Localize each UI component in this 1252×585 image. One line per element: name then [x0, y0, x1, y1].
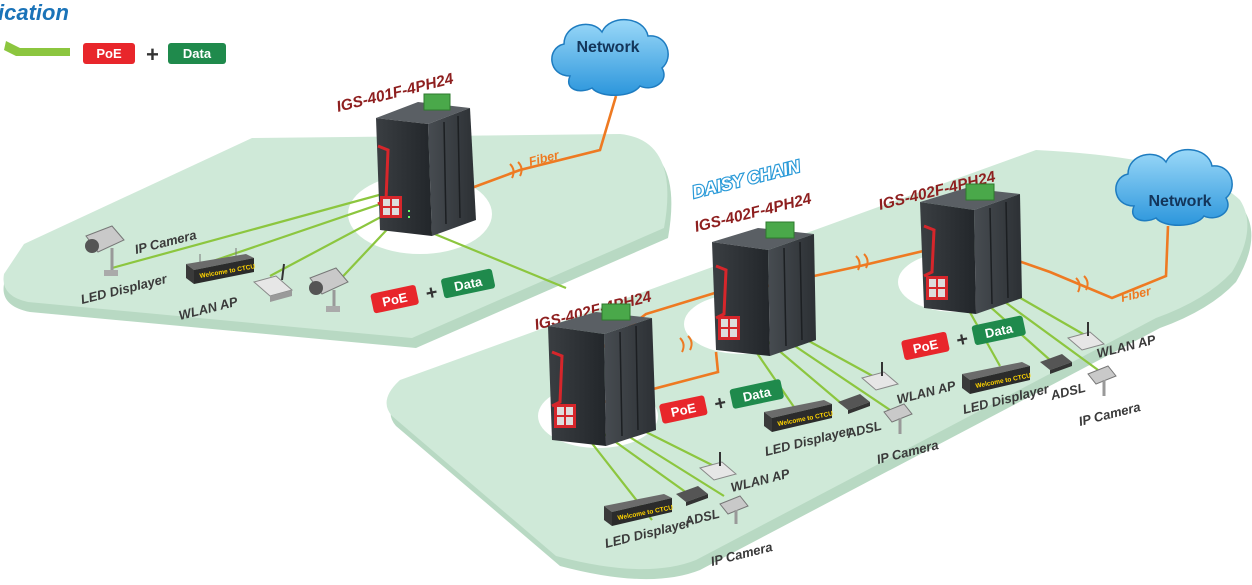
legend-data-label: Data [183, 46, 212, 61]
left-data-label: Data [453, 274, 484, 295]
left-poe-label: PoE [381, 290, 409, 310]
legend-poe-badge [83, 43, 135, 64]
group3-ip-camera-label: IP Camera [1077, 399, 1142, 429]
legend-plus: + [146, 42, 159, 67]
right-scene: Fiber Network DAISY CHAIN IGS-402F-4PH24… [386, 148, 1252, 580]
left-wlan-ap [252, 263, 294, 302]
legend-data-badge [168, 43, 226, 64]
group1-adsl [676, 486, 708, 506]
right-poe-label-1: PoE [670, 400, 698, 420]
group2-adsl [838, 394, 870, 414]
left-switch [376, 93, 476, 236]
switch1 [548, 303, 656, 446]
left-poe-data-badge: PoE + Data [370, 268, 496, 314]
left-platform [3, 134, 668, 338]
switch3 [920, 183, 1022, 314]
daisy-chain-label: DAISY CHAIN [690, 157, 802, 202]
fiber-break-1 [679, 335, 693, 353]
right-data-label-2: Data [984, 320, 1015, 341]
right-poe-label-2: PoE [912, 336, 940, 356]
group2-ip-camera [883, 403, 913, 434]
left-ip-camera-2 [309, 267, 349, 312]
left-cables [111, 190, 567, 290]
left-ip-camera-1 [85, 225, 125, 276]
left-fiber-line [465, 95, 618, 192]
group1-ip-camera [719, 495, 749, 524]
right-network-cloud [1115, 148, 1233, 227]
legend-poe-label: PoE [96, 46, 122, 61]
fiber-break-3 [1075, 275, 1089, 293]
fiber-break-2 [855, 253, 869, 271]
group2-wlan-ap [860, 362, 900, 391]
right-poe-data-badge-1: PoE + Data [659, 379, 784, 424]
legend: PoE + Data [4, 41, 226, 67]
legend-cable [4, 41, 70, 56]
right-plus-2: + [954, 328, 970, 352]
group1-wlan-ap [698, 452, 738, 481]
group3-wlan-ap [1066, 322, 1106, 351]
group3-ip-camera [1087, 365, 1117, 396]
page-title: ication [0, 0, 69, 25]
left-scene: Fiber Network IGS-401F-4PH24 [3, 18, 672, 348]
left-network-cloud [551, 18, 669, 97]
right-poe-data-badge-2: PoE + Data [901, 315, 1026, 360]
right-plus-1: + [712, 392, 728, 416]
group3-adsl [1040, 354, 1072, 374]
left-plus: + [423, 281, 439, 305]
right-network-label: Network [1148, 193, 1211, 210]
switch2 [712, 221, 816, 356]
left-fiber-break [509, 161, 523, 179]
right-data-label-1: Data [741, 384, 772, 405]
left-network-label: Network [576, 39, 639, 56]
